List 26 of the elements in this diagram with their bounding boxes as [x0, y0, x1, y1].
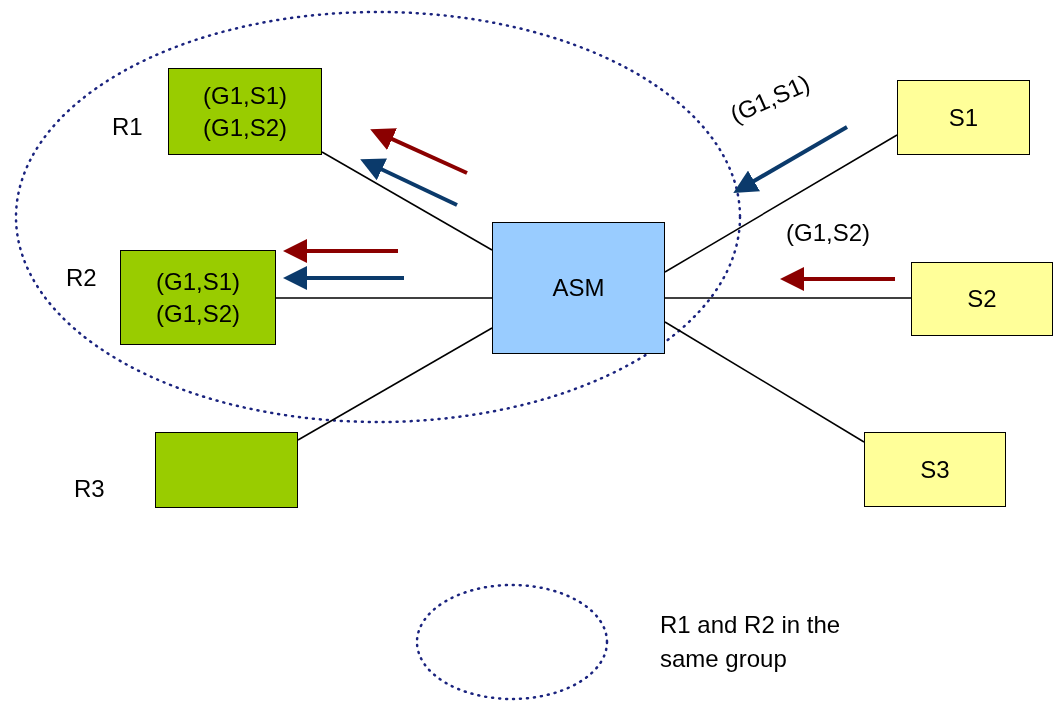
- node-text: (G1,S2): [203, 112, 287, 143]
- node-box: [897, 80, 1030, 155]
- connector-line: [664, 297, 912, 299]
- node-box: [492, 222, 665, 354]
- connector-line: [297, 327, 493, 441]
- node-label: R3: [74, 474, 105, 504]
- node-box: [168, 68, 322, 155]
- node-text: S2: [967, 284, 997, 314]
- node-text: (G1,S1): [203, 80, 287, 111]
- node-label: R2: [66, 263, 97, 293]
- connector-line: [275, 297, 493, 299]
- node-text: S1: [948, 102, 979, 133]
- connector-line: [321, 151, 493, 251]
- connector-line: [664, 134, 898, 273]
- node-text: (G1,S1): [156, 266, 240, 297]
- node-text: S3: [920, 454, 950, 485]
- flow-label: (G1,S2): [786, 218, 871, 248]
- node-text: (G1,S2): [156, 298, 240, 329]
- node-text: ASM: [552, 273, 605, 303]
- connector-line: [664, 321, 865, 443]
- node-box: [864, 432, 1006, 507]
- empty-box: [155, 432, 298, 508]
- node-label: R1: [112, 112, 143, 142]
- node-box: [120, 250, 276, 345]
- node-box: [911, 262, 1053, 336]
- legend-text: R1 and R2 in the same group: [660, 610, 842, 674]
